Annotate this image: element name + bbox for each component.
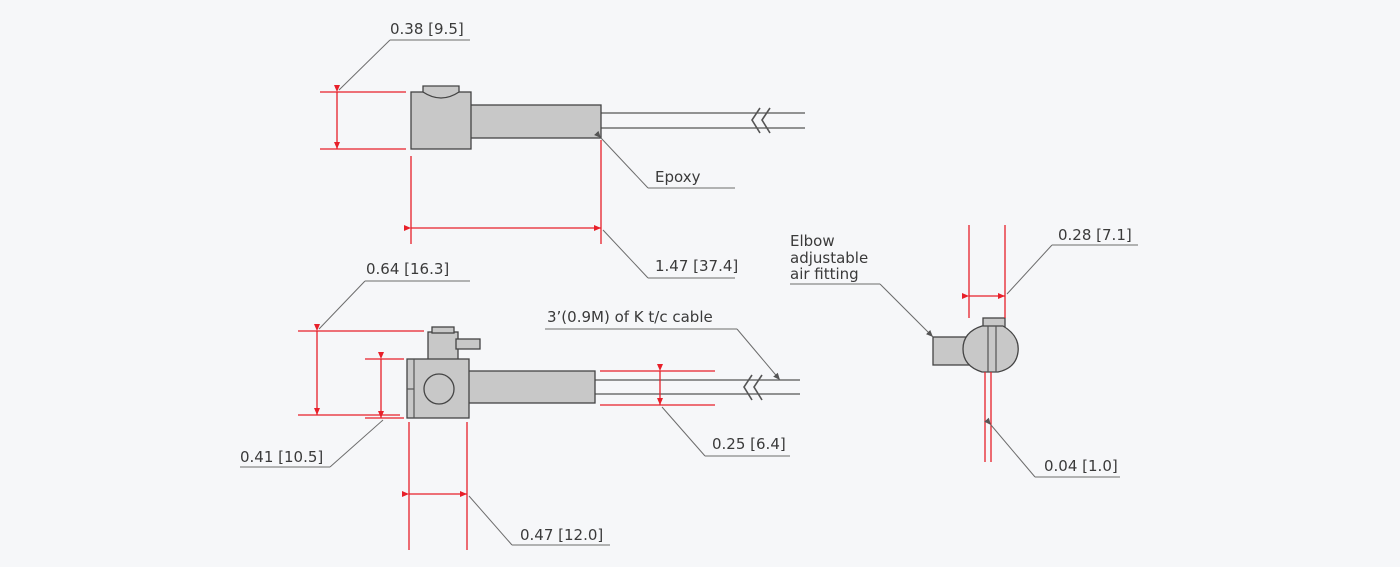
front-cable xyxy=(595,374,800,401)
dim-body-height xyxy=(240,352,404,468)
fitting-leader xyxy=(790,283,934,338)
front-view: 0.64 [16.3] 0.41 [10.5] 0.47 [12.0] xyxy=(240,260,800,550)
dim-length xyxy=(404,140,735,279)
label-epoxy: Epoxy xyxy=(655,168,701,186)
label-slot-width: 0.04 [1.0] xyxy=(1044,457,1118,475)
front-fitting-barb xyxy=(455,338,481,350)
dim-cable-dia xyxy=(600,364,790,457)
label-cable-dia: 0.25 [6.4] xyxy=(712,435,786,453)
cable-leader xyxy=(545,328,781,381)
label-total-height: 0.64 [16.3] xyxy=(366,260,449,278)
label-cable: 3’(0.9M) of K t/c cable xyxy=(547,308,713,326)
label-length: 1.47 [37.4] xyxy=(655,257,738,275)
label-top-height: 0.38 [9.5] xyxy=(390,20,464,38)
dim-fitting-width xyxy=(962,225,1138,318)
front-body-hole xyxy=(423,373,455,405)
dim-body-width xyxy=(402,422,610,550)
epoxy-leader xyxy=(594,130,735,189)
side-view: 0.28 [7.1] 0.04 [1.0] Elbow adjustable a… xyxy=(790,225,1138,478)
front-sheath xyxy=(467,370,596,404)
top-sheath xyxy=(469,104,602,139)
label-fitting-2: adjustable xyxy=(790,249,868,267)
dim-slot-width xyxy=(984,372,1120,478)
top-body xyxy=(410,91,472,150)
label-body-height: 0.41 [10.5] xyxy=(240,448,323,466)
label-fitting-width: 0.28 [7.1] xyxy=(1058,226,1132,244)
top-nub xyxy=(422,85,460,99)
side-fitting-body xyxy=(962,325,1019,373)
top-view: 0.38 [9.5] 1.47 [37.4] Epoxy xyxy=(320,20,805,279)
label-body-width: 0.47 [12.0] xyxy=(520,526,603,544)
dim-top-height xyxy=(320,39,470,150)
top-cable xyxy=(600,107,805,134)
label-fitting-1: Elbow xyxy=(790,232,835,250)
label-fitting-3: air fitting xyxy=(790,265,859,283)
front-fitting xyxy=(427,331,459,361)
front-fitting-cap xyxy=(431,326,455,334)
